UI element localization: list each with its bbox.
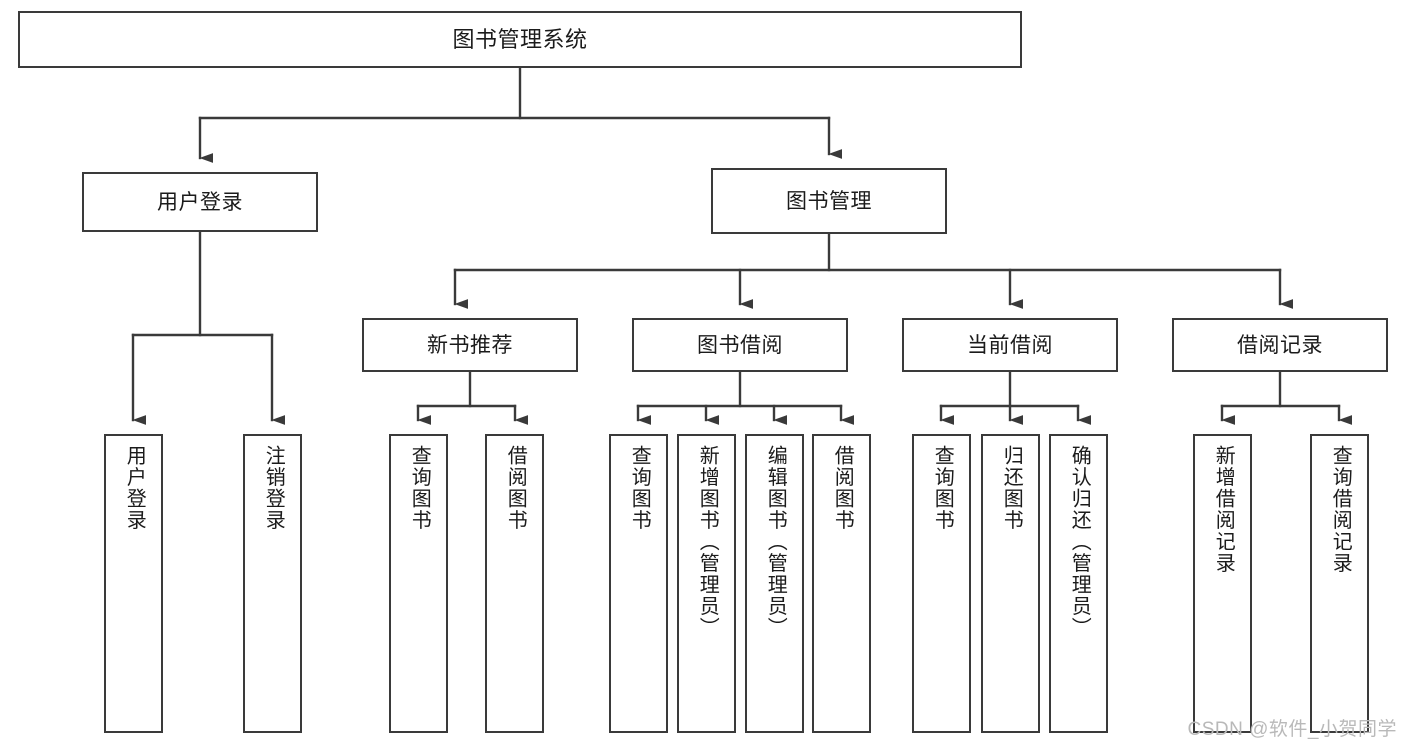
node-new-book-recommend[interactable]: 新书推荐 [362,318,578,372]
node-leaf-add-borrow-record-label: 新增借阅记录 [1212,445,1235,574]
node-leaf-query-book-1[interactable]: 查询图书 [389,434,448,733]
node-book-borrow[interactable]: 图书借阅 [632,318,848,372]
node-borrow-record-label: 借阅记录 [1237,333,1323,357]
node-leaf-borrow-book-1-label: 借阅图书 [504,445,527,531]
node-new-book-recommend-label: 新书推荐 [427,333,513,357]
node-root-system-label: 图书管理系统 [452,26,588,52]
node-leaf-borrow-book-2[interactable]: 借阅图书 [812,434,871,733]
node-book-manage-label: 图书管理 [786,189,872,213]
node-leaf-query-book-3[interactable]: 查询图书 [912,434,971,733]
node-leaf-return-book-label: 归还图书 [1000,445,1023,531]
node-leaf-query-book-2-label: 查询图书 [628,445,651,531]
node-leaf-query-book-2[interactable]: 查询图书 [609,434,668,733]
node-book-borrow-label: 图书借阅 [697,333,783,357]
node-leaf-logout-login[interactable]: 注销登录 [243,434,302,733]
node-leaf-confirm-return-admin[interactable]: 确认归还（管理员） [1049,434,1108,733]
node-user-login-label: 用户登录 [157,190,243,214]
node-current-borrow[interactable]: 当前借阅 [902,318,1118,372]
node-leaf-return-book[interactable]: 归还图书 [981,434,1040,733]
node-leaf-add-book-admin-label: 新增图书（管理员） [696,445,719,639]
node-leaf-add-book-admin[interactable]: 新增图书（管理员） [677,434,736,733]
node-leaf-logout-login-label: 注销登录 [262,445,285,531]
node-leaf-borrow-book-2-label: 借阅图书 [831,445,854,531]
node-leaf-user-login[interactable]: 用户登录 [104,434,163,733]
node-book-manage[interactable]: 图书管理 [711,168,947,234]
node-user-login[interactable]: 用户登录 [82,172,318,232]
node-leaf-query-book-3-label: 查询图书 [931,445,954,531]
node-leaf-confirm-return-admin-label: 确认归还（管理员） [1068,445,1091,639]
node-leaf-add-borrow-record[interactable]: 新增借阅记录 [1193,434,1252,733]
node-leaf-edit-book-admin[interactable]: 编辑图书（管理员） [745,434,804,733]
node-leaf-query-borrow-record-label: 查询借阅记录 [1329,445,1352,574]
node-borrow-record[interactable]: 借阅记录 [1172,318,1388,372]
node-root-system[interactable]: 图书管理系统 [18,11,1022,68]
node-leaf-query-borrow-record[interactable]: 查询借阅记录 [1310,434,1369,733]
node-current-borrow-label: 当前借阅 [967,333,1053,357]
node-leaf-user-login-label: 用户登录 [123,445,146,531]
node-leaf-borrow-book-1[interactable]: 借阅图书 [485,434,544,733]
node-leaf-query-book-1-label: 查询图书 [408,445,431,531]
node-leaf-edit-book-admin-label: 编辑图书（管理员） [764,445,787,639]
